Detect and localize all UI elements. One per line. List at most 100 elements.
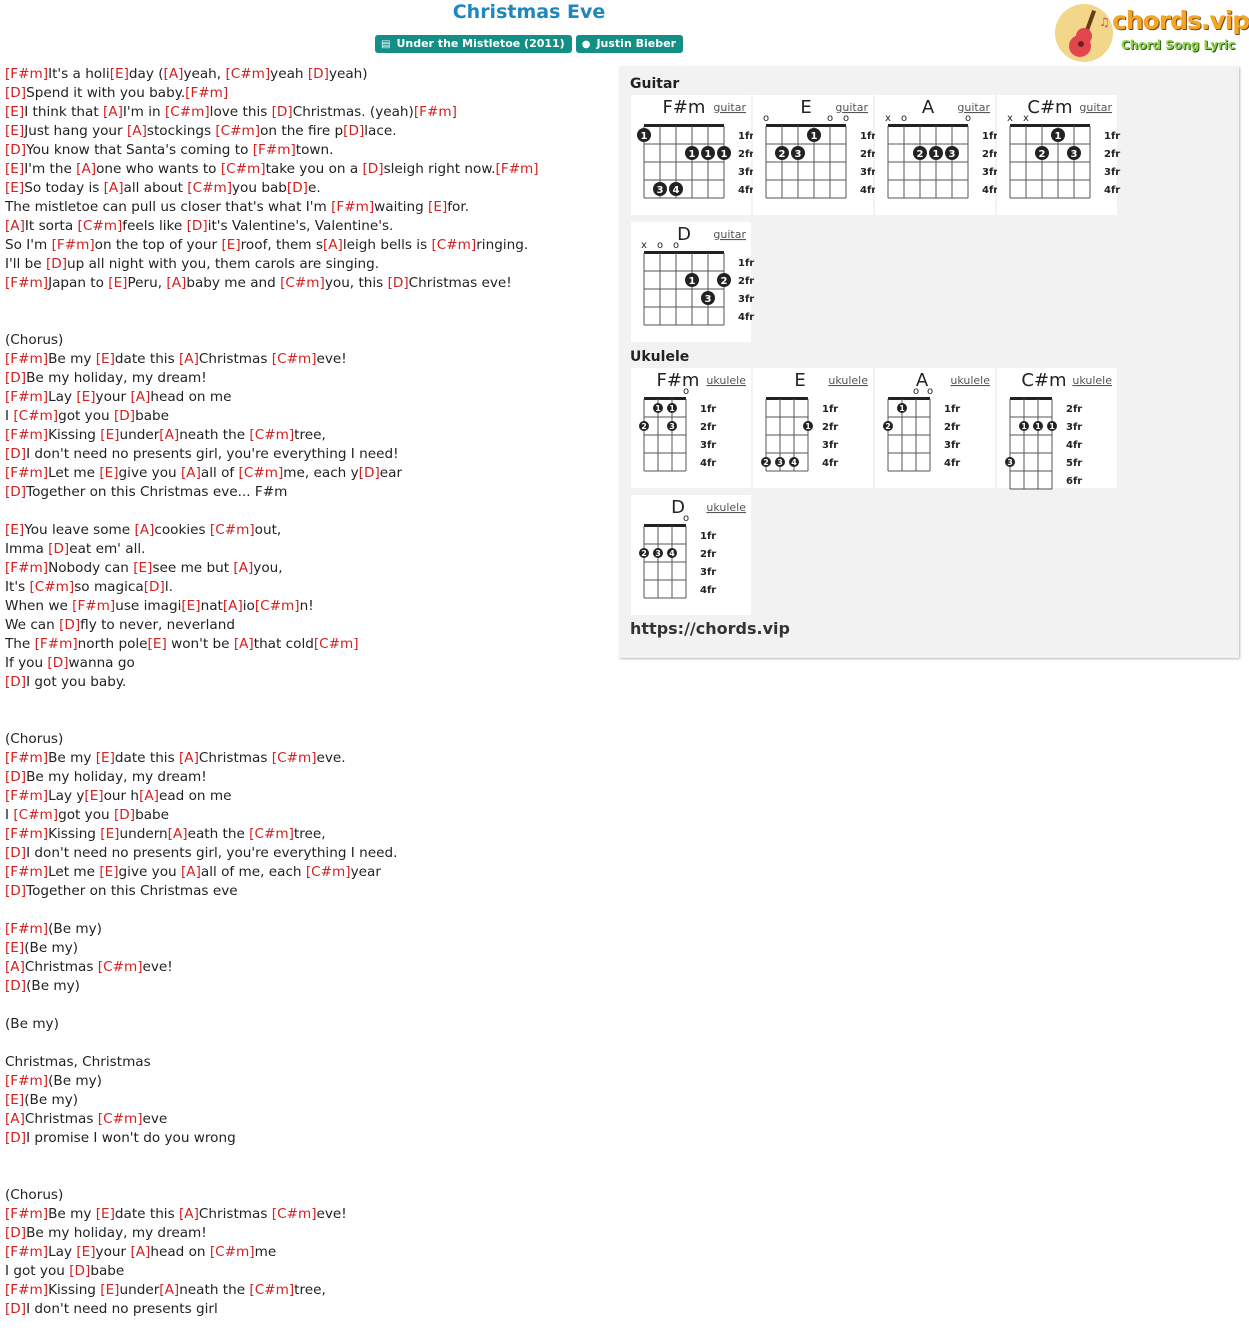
chord-link[interactable]: [F#m] <box>34 636 78 652</box>
chord-link[interactable]: [D] <box>143 579 165 595</box>
chord-link[interactable]: [C#m] <box>220 161 266 177</box>
chord-link[interactable]: [E] <box>5 522 25 538</box>
chord-link[interactable]: [F#m] <box>72 598 116 614</box>
chord-link[interactable]: [E] <box>76 389 96 405</box>
chord-link[interactable]: [C#m] <box>97 959 143 975</box>
chord-link[interactable]: [C#m] <box>305 864 351 880</box>
chord-link[interactable]: [F#m] <box>185 85 229 101</box>
chord-link[interactable]: [C#m] <box>271 1206 317 1222</box>
chord-link[interactable]: [F#m] <box>5 921 49 937</box>
chord-link[interactable]: [D] <box>69 1263 91 1279</box>
chord-link[interactable]: [F#m] <box>5 826 49 842</box>
chord-link[interactable]: [F#m] <box>51 237 95 253</box>
chord-link[interactable]: [E] <box>5 1092 25 1108</box>
chord-link[interactable]: [F#m] <box>5 66 49 82</box>
chord-link[interactable]: [F#m] <box>5 465 49 481</box>
chord-link[interactable]: [A] <box>179 750 199 766</box>
chord-link[interactable]: [F#m] <box>5 788 49 804</box>
chord-link[interactable]: [F#m] <box>5 560 49 576</box>
chord-link[interactable]: [F#m] <box>413 104 457 120</box>
chord-link[interactable]: [E] <box>5 104 25 120</box>
chord-link[interactable]: [D] <box>5 978 27 994</box>
chord-link[interactable]: [E] <box>109 66 129 82</box>
chord-link[interactable]: [E] <box>5 940 25 956</box>
chord-link[interactable]: [E] <box>108 275 128 291</box>
chord-link[interactable]: [C#m] <box>187 180 233 196</box>
chord-link[interactable]: [E] <box>100 826 120 842</box>
chord-link[interactable]: [A] <box>126 123 147 139</box>
chord-link[interactable]: [F#m] <box>252 142 296 158</box>
chord-link[interactable]: [D] <box>48 541 70 557</box>
chord-link[interactable]: [E] <box>76 1244 96 1260</box>
chord-link[interactable]: [A] <box>103 180 124 196</box>
chord-link[interactable]: [C#m] <box>164 104 210 120</box>
chord-link[interactable]: [F#m] <box>5 351 49 367</box>
chord-link[interactable]: [A] <box>167 826 188 842</box>
chord-link[interactable]: [D] <box>362 161 384 177</box>
chord-link[interactable]: [E] <box>95 750 115 766</box>
site-logo[interactable]: ♫ chords.vip Chord Song Lyric <box>1055 4 1249 62</box>
chord-link[interactable]: [D] <box>286 180 308 196</box>
chord-link[interactable]: [C#m] <box>225 66 271 82</box>
chord-link[interactable]: [D] <box>47 655 69 671</box>
chord-link[interactable]: [E] <box>100 427 120 443</box>
chord-link[interactable]: [D] <box>45 256 68 272</box>
chord-link[interactable]: [E] <box>84 788 104 804</box>
chord-link[interactable]: [A] <box>159 427 180 443</box>
chord-link[interactable]: [D] <box>5 674 27 690</box>
chord-link[interactable]: [D] <box>387 275 409 291</box>
chord-link[interactable]: [D] <box>358 465 380 481</box>
chord-link[interactable]: [C#m] <box>254 598 300 614</box>
chord-link[interactable]: [C#m] <box>209 1244 255 1260</box>
chord-link[interactable]: [D] <box>113 807 136 823</box>
chord-link[interactable]: [E] <box>428 199 448 215</box>
chord-link[interactable]: [C#m] <box>97 1111 143 1127</box>
chord-link[interactable]: [F#m] <box>5 389 49 405</box>
chord-link[interactable]: [D] <box>5 1301 27 1317</box>
chord-link[interactable]: [A] <box>322 237 343 253</box>
chord-link[interactable]: [C#m] <box>13 408 59 424</box>
chord-link[interactable]: [C#m] <box>271 750 317 766</box>
chord-link[interactable]: [C#m] <box>13 807 59 823</box>
chord-link[interactable]: [A] <box>5 218 25 234</box>
chord-link[interactable]: [A] <box>5 1111 25 1127</box>
chord-link[interactable]: [E] <box>221 237 241 253</box>
chord-link[interactable]: [A] <box>233 636 254 652</box>
chord-link[interactable]: [D] <box>271 104 293 120</box>
chord-link[interactable]: [E] <box>5 123 25 139</box>
chord-link[interactable]: [A] <box>180 465 201 481</box>
chord-link[interactable]: [D] <box>5 769 27 785</box>
chord-link[interactable]: [D] <box>113 408 136 424</box>
chord-link[interactable]: [E] <box>99 465 119 481</box>
chord-link[interactable]: [C#m] <box>209 522 255 538</box>
chord-link[interactable]: [A] <box>180 864 201 880</box>
chord-link[interactable]: [F#m] <box>5 275 49 291</box>
chord-link[interactable]: [F#m] <box>331 199 375 215</box>
site-url[interactable]: https://chords.vip <box>630 619 790 638</box>
chord-link[interactable]: [E] <box>95 351 115 367</box>
chord-link[interactable]: [C#m] <box>431 237 477 253</box>
chord-link[interactable]: [A] <box>103 104 123 120</box>
chord-link[interactable]: [A] <box>222 598 243 614</box>
chord-link[interactable]: [C#m] <box>249 826 294 842</box>
album-tag[interactable]: ▤Under the Mistletoe (2011) <box>375 35 572 53</box>
chord-link[interactable]: [D] <box>5 845 27 861</box>
chord-link[interactable]: [D] <box>307 66 329 82</box>
chord-link[interactable]: [A] <box>159 1282 180 1298</box>
chord-link[interactable]: [D] <box>5 1130 27 1146</box>
chord-link[interactable]: [F#m] <box>495 161 539 177</box>
chord-link[interactable]: [D] <box>5 370 27 386</box>
artist-tag[interactable]: ●Justin Bieber <box>575 35 683 53</box>
chord-link[interactable]: [F#m] <box>5 1073 49 1089</box>
chord-link[interactable]: [A] <box>76 161 97 177</box>
chord-link[interactable]: [F#m] <box>5 750 49 766</box>
chord-link[interactable]: [A] <box>139 788 159 804</box>
